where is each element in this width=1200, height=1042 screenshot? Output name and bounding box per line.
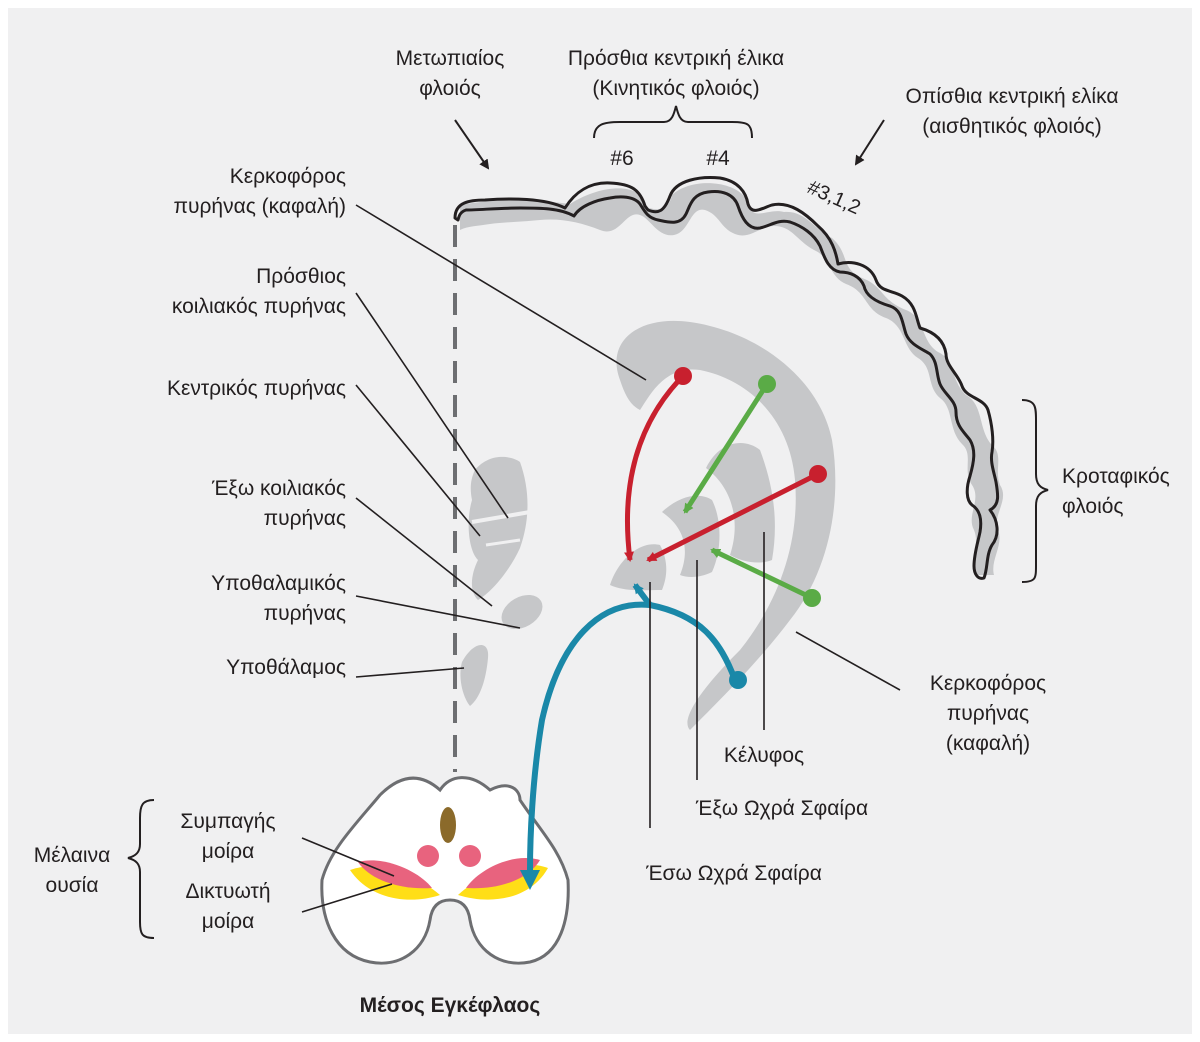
label-pars-compacta-2: μοίρα <box>202 840 255 863</box>
label-pars-reticulata-1: Δικτυωτή <box>185 880 270 903</box>
label-pars-compacta-1: Συμπαγής <box>180 810 275 833</box>
label-midbrain-title: Μέσος Εγκέφλαος <box>360 994 541 1017</box>
red-nucleus-left <box>417 845 439 867</box>
label-area-6: #6 <box>610 147 633 170</box>
label-area-4: #4 <box>706 147 730 170</box>
label-central-nucleus: Κεντρικός πυρήνας <box>167 377 346 400</box>
label-substantia-nigra-1: Μέλαινα <box>34 844 110 867</box>
label-hypothalamus: Υποθάλαμος <box>226 656 346 679</box>
label-caudate-tail-2: πυρήνας <box>947 702 1029 725</box>
label-external-globus: Έξω Ωχρά Σφαίρα <box>695 797 868 820</box>
label-caudate-head-1: Κερκοφόρος <box>230 165 346 188</box>
label-pars-reticulata-2: μοίρα <box>202 910 255 933</box>
label-ventral-lateral-2: πυρήνας <box>264 507 346 530</box>
label-caudate-tail-1: Κερκοφόρος <box>930 672 1046 695</box>
label-postcentral-1: Οπίσθια κεντρική ελίκα <box>906 85 1119 108</box>
label-internal-globus: Έσω Ωχρά Σφαίρα <box>645 862 822 885</box>
label-ventral-lateral-1: Έξω κοιλιακός <box>211 477 346 500</box>
label-frontal-cortex-2: φλοιός <box>419 77 481 100</box>
label-subthalamic-2: πυρήνας <box>264 602 346 625</box>
label-putamen: Κέλυφος <box>724 744 804 767</box>
label-precentral-1: Πρόσθια κεντρική έλικα <box>568 47 784 70</box>
label-temporal-cortex-1: Κροταφικός <box>1062 465 1170 488</box>
label-subthalamic-1: Υποθαλαμικός <box>211 572 346 595</box>
cerebral-aqueduct <box>440 807 456 843</box>
label-caudate-tail-3: (καφαλή) <box>946 732 1030 755</box>
red-nucleus-right <box>459 845 481 867</box>
label-postcentral-2: (αισθητικός φλοιός) <box>922 115 1102 138</box>
label-ventral-anterior-2: κοιλιακός πυρήνας <box>172 295 346 318</box>
label-precentral-2: (Κινητικός φλοιός) <box>592 77 759 100</box>
label-substantia-nigra-2: ουσία <box>46 874 99 897</box>
label-ventral-anterior-1: Πρόσθιος <box>256 265 346 288</box>
label-frontal-cortex-1: Μετωπιαίος <box>396 47 505 70</box>
label-temporal-cortex-2: φλοιός <box>1062 495 1124 518</box>
label-caudate-head-2: πυρήνας (καφαλή) <box>173 195 346 218</box>
